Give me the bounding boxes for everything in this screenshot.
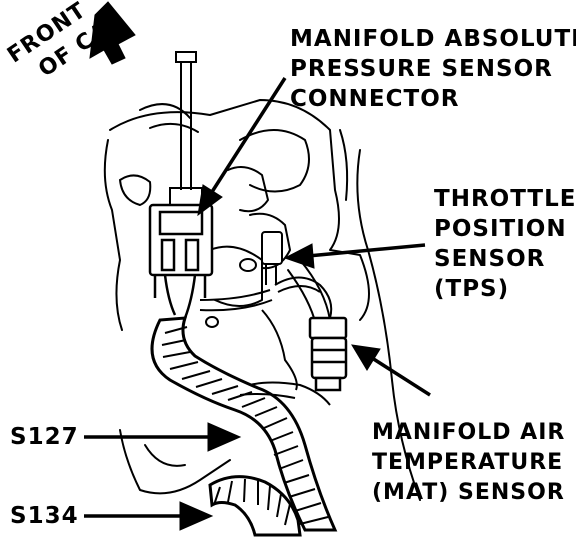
s127-label: S127 <box>10 424 79 450</box>
s134-label: S134 <box>10 503 79 529</box>
mat-sensor-label-line-1: MANIFOLD AIR <box>372 420 566 445</box>
map-sensor-label-line-2: PRESSURE SENSOR <box>290 56 553 82</box>
map-sensor-connector <box>148 203 214 319</box>
mat-sensor <box>308 316 348 392</box>
mat-sensor-label-line-2: TEMPERATURE <box>372 450 564 475</box>
tps-connector <box>261 231 283 285</box>
map-sensor-label-line-1: MANIFOLD ABSOLUTE <box>290 26 576 52</box>
bracket-outline <box>119 429 231 495</box>
tps-label-line-3: SENSOR <box>434 246 546 272</box>
map-sensor-label: MANIFOLD ABSOLUTE PRESSURE SENSOR CONNEC… <box>290 24 576 114</box>
wiring-harness <box>150 316 338 537</box>
engine-block-outline <box>109 99 370 321</box>
tps-label-line-1: THROTTLE <box>434 186 576 212</box>
mat-sensor-label: MANIFOLD AIR TEMPERATURE (MAT) SENSOR <box>372 418 565 508</box>
mat-sensor-label-line-3: (MAT) SENSOR <box>372 480 565 505</box>
tps-label-line-2: POSITION <box>434 216 567 242</box>
tps-label: THROTTLE POSITION SENSOR (TPS) <box>434 184 576 304</box>
map-sensor-label-line-3: CONNECTOR <box>290 86 460 112</box>
tps-label-line-4: (TPS) <box>434 276 510 302</box>
front-arrow-icon <box>89 1 136 65</box>
callout-arrows <box>84 77 431 531</box>
